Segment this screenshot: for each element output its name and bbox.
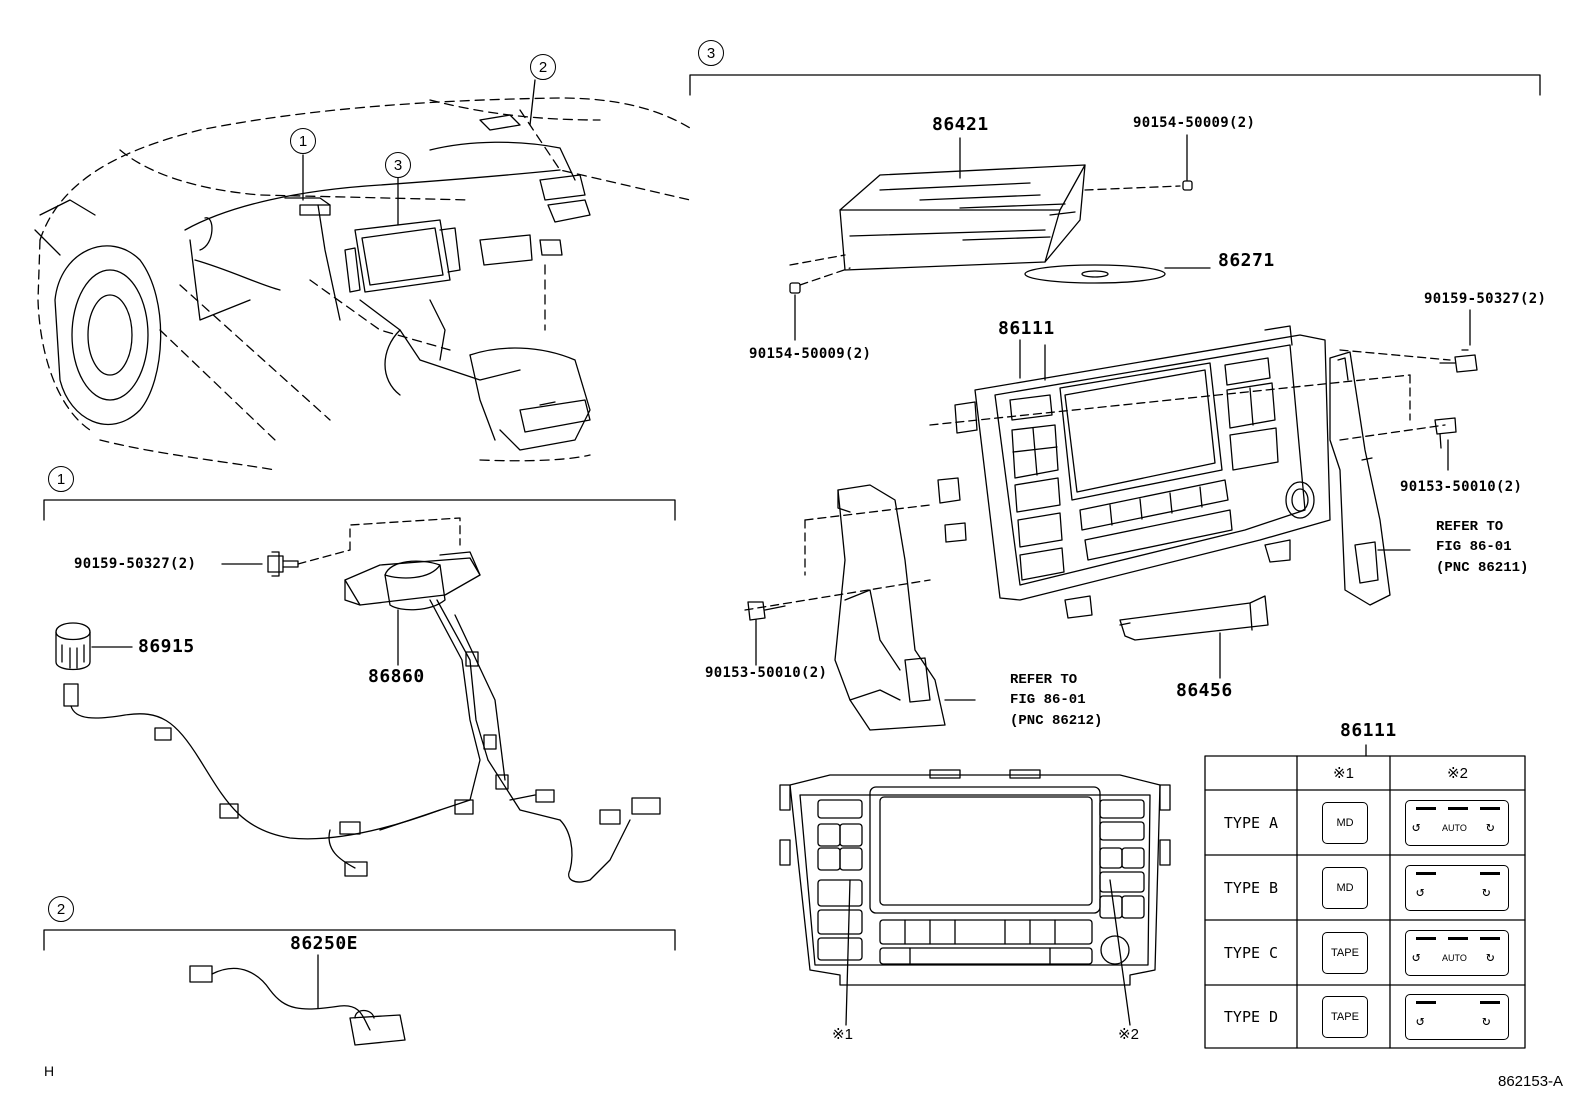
part-label-86860: 86860: [368, 666, 425, 687]
type-table-title: 86111: [1340, 720, 1397, 741]
car-fresh-air-icon: ↻: [1482, 1013, 1491, 1029]
type-table-grid: [1204, 744, 1526, 1049]
type-row-b-button: MD: [1322, 867, 1368, 909]
part-label-90159-left: 90159-50327(2): [74, 556, 197, 572]
type-row-a-label: TYPE A: [1223, 813, 1279, 832]
callout-2-overview: 2: [530, 54, 556, 80]
corner-code: H: [44, 1063, 55, 1079]
section-1-parts: [55, 517, 661, 883]
section-3-parts: [744, 134, 1478, 731]
callout-3-overview: 3: [385, 152, 411, 178]
marker-2-label: ※2: [1118, 1026, 1139, 1043]
car-fresh-air-icon: ↻: [1486, 819, 1495, 835]
part-label-86271: 86271: [1218, 250, 1275, 271]
type-table-header-blank: [1205, 756, 1297, 790]
type-row-c-button: TAPE: [1322, 932, 1368, 974]
ac-auto-text: AUTO: [1442, 953, 1467, 963]
type-row-a-ac-panel: ↺ AUTO ↻: [1405, 800, 1509, 846]
refer-note-pnc-86212: REFER TO FIG 86-01 (PNC 86212): [1010, 672, 1103, 729]
faceplate-front-view: [779, 769, 1171, 1026]
section-3-marker: 3: [698, 40, 724, 66]
part-label-86421: 86421: [932, 114, 989, 135]
part-label-86250e: 86250E: [290, 933, 359, 954]
callout-1-overview: 1: [290, 128, 316, 154]
refer-note-pnc-86211: REFER TO FIG 86-01 (PNC 86211): [1436, 519, 1529, 576]
car-recirc-icon: ↺: [1412, 949, 1421, 965]
car-recirc-icon: ↺: [1416, 884, 1425, 900]
part-label-86111-unit: 86111: [998, 318, 1055, 339]
part-label-90153-right: 90153-50010(2): [1400, 479, 1523, 495]
car-fresh-air-icon: ↻: [1486, 949, 1495, 965]
car-fresh-air-icon: ↻: [1482, 884, 1491, 900]
part-label-90153-left: 90153-50010(2): [705, 665, 828, 681]
part-label-90154-left: 90154-50009(2): [749, 346, 872, 362]
car-recirc-icon: ↺: [1416, 1013, 1425, 1029]
ac-auto-text: AUTO: [1442, 823, 1467, 833]
type-row-c-label: TYPE C: [1223, 943, 1279, 962]
type-row-b-label: TYPE B: [1223, 878, 1279, 897]
section-2-parts: [189, 954, 406, 1046]
type-row-d-button: TAPE: [1322, 996, 1368, 1038]
type-table-header-1: ※1: [1333, 765, 1354, 782]
car-interior-illustration: [34, 79, 691, 471]
type-row-a-button: MD: [1322, 802, 1368, 844]
marker-1-label: ※1: [832, 1026, 853, 1043]
section-2-marker: 2: [48, 896, 74, 922]
type-row-d-label: TYPE D: [1223, 1007, 1279, 1026]
part-label-90159-right: 90159-50327(2): [1424, 291, 1547, 307]
part-label-90154-top: 90154-50009(2): [1133, 115, 1256, 131]
type-table-header-2: ※2: [1447, 765, 1468, 782]
section-brackets: [43, 74, 1541, 951]
part-label-86456: 86456: [1176, 680, 1233, 701]
section-1-marker: 1: [48, 466, 74, 492]
car-recirc-icon: ↺: [1412, 819, 1421, 835]
part-label-86915: 86915: [138, 636, 195, 657]
type-row-d-ac-panel: ↺ ↻: [1405, 994, 1509, 1040]
type-row-c-ac-panel: ↺ AUTO ↻: [1405, 930, 1509, 976]
figure-id: 862153-A: [1498, 1073, 1564, 1090]
type-row-b-ac-panel: ↺ ↻: [1405, 865, 1509, 911]
